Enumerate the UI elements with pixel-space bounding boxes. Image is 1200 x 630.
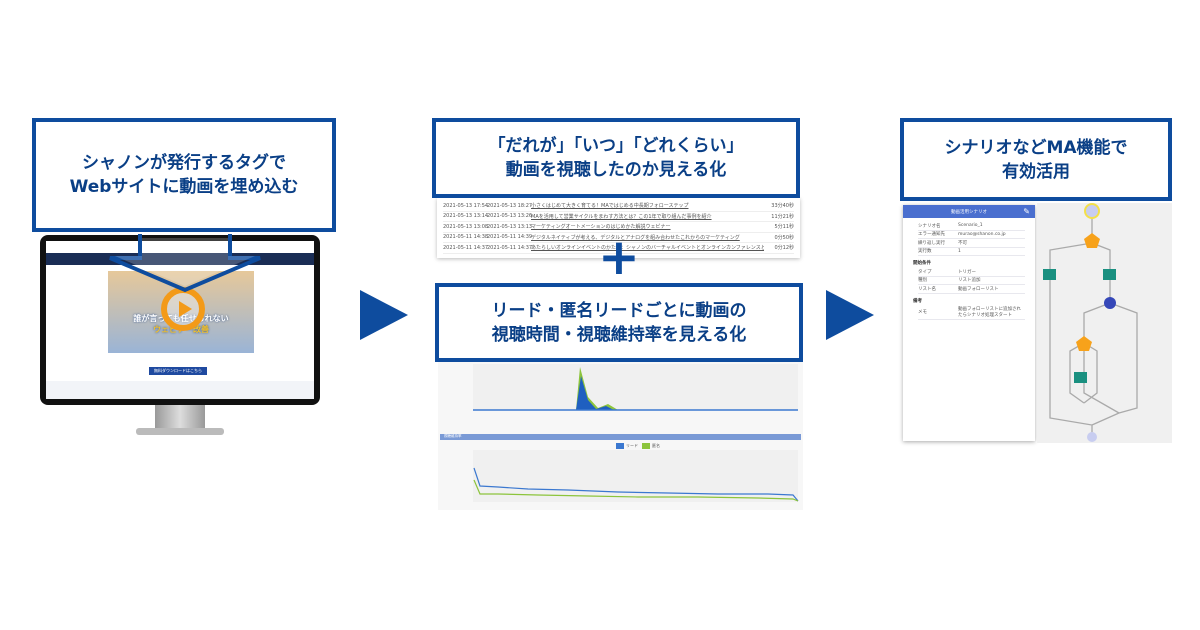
arrow-right-icon — [826, 290, 874, 340]
field-row: タイプ トリガー — [918, 268, 1025, 277]
step4-line2: 有効活用 — [1002, 161, 1070, 182]
lead-line — [473, 467, 799, 502]
action-node[interactable] — [1043, 269, 1056, 280]
cta-button[interactable]: 無料ダウンロードはこちら — [149, 367, 207, 375]
view-count-chart — [473, 364, 798, 411]
legend-anon: 匿名 — [642, 443, 660, 449]
field-value: murao@shanon.co.jp — [958, 231, 1006, 237]
branch-node[interactable] — [1084, 233, 1100, 248]
step1-line1: シャノンが発行するタグで — [82, 153, 286, 173]
monitor-base — [136, 428, 224, 435]
step3-callout: リード・匿名リードごとに動画の 視聴時間・視聴維持率を見える化 — [435, 283, 803, 362]
step1-callout: シャノンが発行するタグで Webサイトに動画を埋め込む — [32, 118, 336, 232]
field-value: Scenario_1 — [958, 223, 983, 229]
scenario-header: 動画活用シナリオ — [951, 209, 987, 215]
step4-line1: シナリオなどMA機能で — [944, 137, 1128, 158]
monitor-stand — [155, 405, 205, 429]
anon-line — [473, 479, 799, 502]
field-label: 繰り返し実行 — [918, 240, 945, 246]
end-time: 2021-05-11 14:37 — [487, 244, 533, 251]
start-time: 2021-05-13 13:14 — [443, 213, 489, 220]
field-label: シナリオ名 — [918, 223, 941, 229]
field-value: トリガー — [958, 269, 976, 275]
end-time: 2021-05-13 13:26 — [487, 213, 533, 220]
branch-node[interactable] — [1076, 336, 1092, 351]
arrow-right-icon — [360, 290, 408, 340]
plus-icon: + — [598, 228, 640, 286]
step2-line2: 動画を視聴したのか見える化 — [505, 160, 727, 180]
step3-line2: 視聴時間・視聴維持率を見える化 — [491, 324, 747, 345]
field-row: 実行数 1 — [918, 248, 1025, 256]
start-time: 2021-05-13 17:54 — [443, 202, 489, 209]
step4-callout: シナリオなどMA機能で 有効活用 — [900, 118, 1172, 201]
video-title-link[interactable]: MAを活用して営業サイクルをまわす方法とは？この1年で取り組んだ事例を紹介 — [531, 213, 712, 220]
step3-line1: リード・匿名リードごとに動画の — [491, 300, 747, 321]
duration: 11分21秒 — [771, 213, 794, 220]
duration: 5分11秒 — [774, 224, 794, 231]
section-trigger: 開始条件 — [913, 261, 931, 266]
retention-header: 視聴維持率 — [440, 434, 801, 440]
duration: 33分40秒 — [771, 203, 794, 210]
action-node[interactable] — [1074, 372, 1087, 383]
memo-value: 動画フォローリストに追加されたらシナリオ処理スタート — [958, 307, 1021, 318]
field-row: シナリオ名 Scenario_1 — [918, 222, 1025, 231]
retention-chart — [473, 450, 799, 502]
retention-legend: リード 匿名 — [616, 443, 660, 449]
section-memo: 備考 — [913, 298, 922, 304]
end-time: 2021-05-13 18:27 — [487, 202, 533, 209]
field-row: 種別 リスト追加 — [918, 277, 1025, 285]
duration: 0分12秒 — [774, 245, 794, 252]
step2-line1: 「だれが」「いつ」「どれくらい」 — [488, 136, 744, 156]
field-label: エラー通知先 — [918, 232, 945, 238]
field-row: エラー通知先 murao@shanon.co.jp — [918, 231, 1025, 239]
field-label: タイプ — [918, 269, 932, 275]
scenario-flowchart — [1037, 203, 1172, 443]
monitor: 誰が言っても任せられない ウェビナー改善 無料ダウンロードはこちら — [40, 235, 320, 405]
field-label: 種別 — [918, 278, 927, 284]
play-icon[interactable] — [161, 287, 205, 331]
field-value: 1 — [958, 248, 961, 254]
video-title-link[interactable]: 小さくはじめて大きく育てる！MAではじめる中長期フォローステップ — [531, 203, 689, 210]
end-flag-icon — [1087, 432, 1097, 442]
field-value: リスト追加 — [958, 278, 981, 284]
duration: 0分50秒 — [774, 234, 794, 241]
video-title-link[interactable]: マーケティングオートメーションのはじめかた解説ウェビナー — [531, 224, 671, 231]
start-time: 2021-05-11 14:38 — [443, 234, 489, 241]
field-value: 動画フォローリスト — [958, 286, 999, 292]
field-label: 実行数 — [918, 249, 932, 255]
wait-node[interactable] — [1104, 297, 1116, 309]
website-screen: 誰が言っても任せられない ウェビナー改善 無料ダウンロードはこちら — [46, 241, 314, 399]
start-time: 2021-05-13 13:08 — [443, 223, 489, 230]
start-time: 2021-05-11 14:37 — [443, 244, 489, 251]
field-row: 繰り返し実行 不可 — [918, 239, 1025, 248]
video-title-link[interactable]: デジタルネイティブが考える、デジタルとアナログを組み合わせたこれからのマーケティ… — [531, 234, 740, 241]
field-value: 不可 — [958, 240, 967, 246]
step2-callout: 「だれが」「いつ」「どれくらい」 動画を視聴したのか見える化 — [432, 118, 800, 198]
field-label: リスト名 — [918, 286, 936, 292]
end-time: 2021-05-11 14:39 — [487, 234, 533, 241]
mail-node[interactable] — [1103, 269, 1116, 280]
field-row: リスト名 動画フォローリスト — [918, 285, 1025, 294]
video-title-link[interactable]: あたらしいオンラインイベントのかたち：シャノンのバーチャルイベントとオンラインカ… — [531, 245, 764, 252]
memo-label: メモ — [918, 310, 927, 315]
edit-pencil-icon[interactable]: ✎ — [1023, 207, 1030, 216]
start-node[interactable] — [1084, 203, 1100, 219]
step1-line2: Webサイトに動画を埋め込む — [69, 177, 299, 197]
charts-area: 視聴維持率 リード 匿名 — [438, 362, 803, 510]
end-time: 2021-05-13 13:13 — [487, 223, 533, 230]
scenario-panel: 動画活用シナリオ ✎ シナリオ名 Scenario_1 エラー通知先 murao@sha… — [903, 205, 1035, 441]
callout-pointer — [109, 234, 261, 293]
legend-lead: リード — [616, 443, 638, 449]
